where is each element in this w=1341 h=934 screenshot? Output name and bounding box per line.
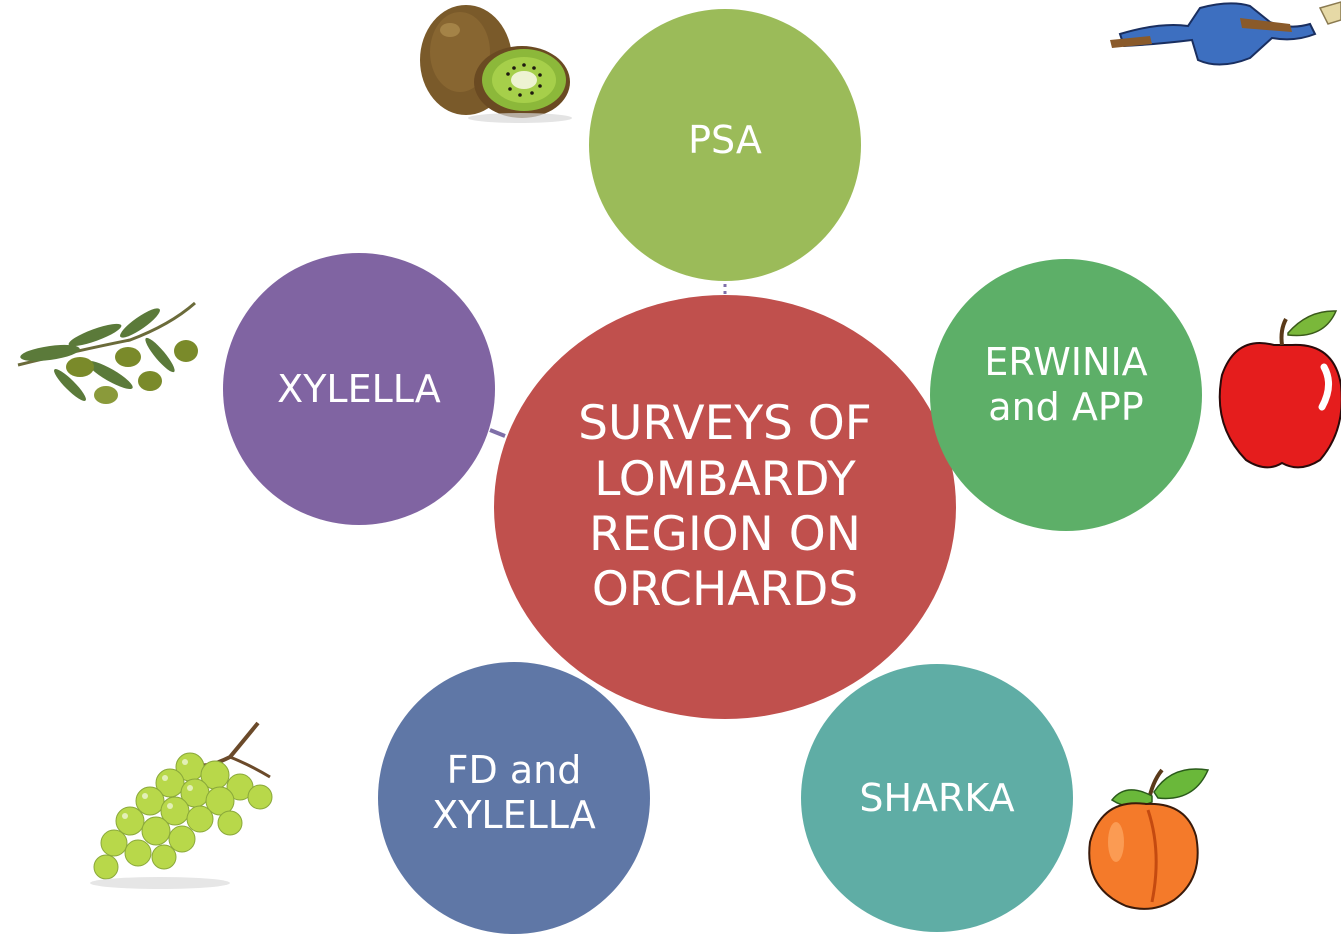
kiwi-image: [420, 5, 572, 123]
node-psa: PSA: [589, 9, 861, 281]
node-psa-label: PSA: [688, 117, 762, 162]
peach-image: [1088, 768, 1210, 910]
node-erwinia-label: ERWINIA and APP: [984, 340, 1148, 429]
node-sharka-label: SHARKA: [859, 775, 1015, 820]
node-fd-xylella-label: FD and XYLELLA: [432, 748, 596, 837]
grapes-image: [90, 721, 273, 889]
node-fd-xylella: FD and XYLELLA: [378, 662, 650, 934]
node-erwinia: ERWINIA and APP: [930, 259, 1202, 531]
center-node: SURVEYS OF LOMBARDY REGION ON ORCHARDS: [494, 295, 956, 719]
olive-branch-image: [17, 301, 198, 404]
node-sharka: SHARKA: [801, 664, 1073, 932]
node-xylella: XYLELLA: [223, 253, 495, 525]
center-node-label: SURVEYS OF LOMBARDY REGION ON ORCHARDS: [578, 396, 872, 618]
node-xylella-label: XYLELLA: [277, 366, 441, 411]
cartoon-figure-image: [1110, 1, 1341, 66]
apple-image: [1218, 310, 1341, 469]
connector-xylella: [489, 428, 506, 438]
